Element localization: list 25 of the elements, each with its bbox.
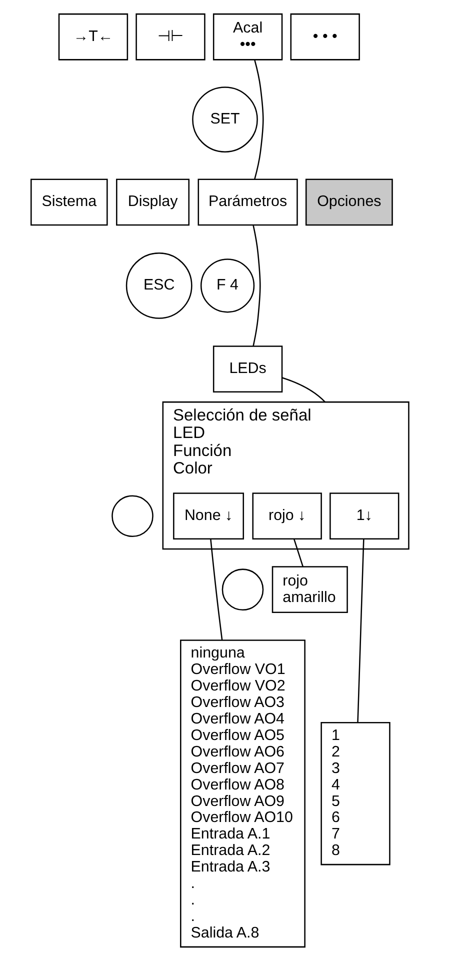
connector	[293, 538, 304, 566]
node-circle	[222, 568, 264, 610]
node-box: 1 2 3 4 5 6 7 8	[320, 722, 390, 865]
node-box: • • •	[290, 12, 360, 60]
node-box: Sistema	[30, 178, 108, 226]
connector	[252, 224, 261, 346]
connector	[282, 376, 326, 402]
node-box: ninguna Overflow VO1 Overflow VO2 Overflow AO3 Overflow AO4 Overflow AO5 Overflow AO6 Overflow AO7 Overflow AO8 Overflow AO9 Overflow AO10 Entrada A.1 Entrada A.2 Entrada A.3 . . . Salida A.8	[180, 639, 306, 948]
node-box: Parámetros	[198, 178, 298, 226]
node-circle: F 4	[200, 258, 255, 312]
node-box: None ↓	[173, 492, 244, 540]
node-box: rojo ↓	[252, 492, 322, 540]
connector	[357, 538, 364, 722]
node-circle: SET	[192, 86, 258, 152]
node-box: Opciones	[305, 178, 393, 226]
node-box: 1↓	[330, 492, 400, 540]
connector	[254, 59, 264, 179]
node-box: Acal •••	[212, 12, 283, 60]
node-circle: ESC	[126, 252, 192, 318]
node-box: rojo amarillo	[272, 566, 348, 613]
node-circle	[112, 494, 154, 536]
node-box: LEDs	[212, 345, 283, 392]
node-box: ⊣⊢	[136, 12, 206, 60]
node-box: Display	[116, 178, 190, 226]
node-box: →T←	[58, 12, 128, 60]
